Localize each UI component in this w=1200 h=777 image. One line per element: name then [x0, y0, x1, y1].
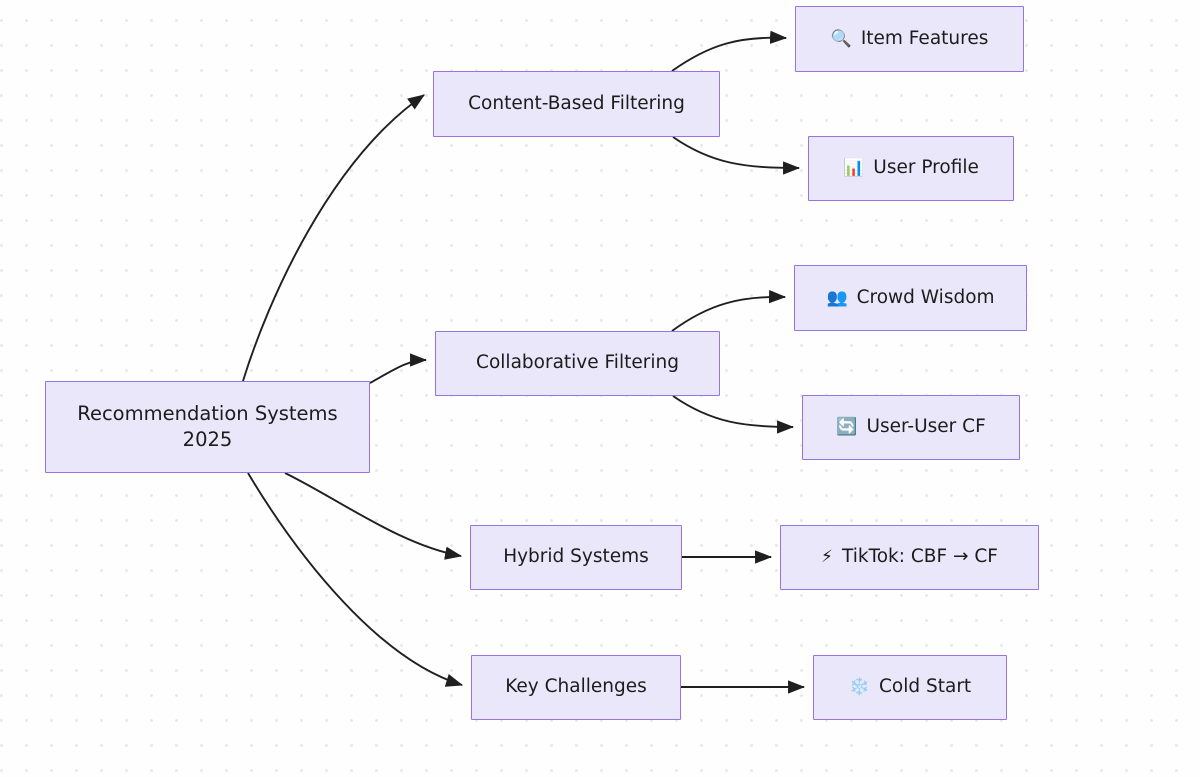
node-crowd-wisdom[interactable]: 👥 Crowd Wisdom [794, 265, 1027, 331]
node-key-challenges-label: Key Challenges [505, 676, 647, 698]
node-user-user-cf[interactable]: 🔄 User-User CF [802, 395, 1020, 460]
node-item-features-label: Item Features [860, 27, 989, 49]
node-tiktok-cbf-to-cf-label: TikTok: CBF → CF [841, 546, 998, 568]
edge-root-to-key-challenges [247, 472, 464, 687]
two-people-icon: 👥 [826, 287, 848, 308]
node-cold-start-content: ❄️ Cold Start [849, 675, 971, 700]
refresh-sync-icon: 🔄 [836, 417, 858, 437]
node-user-profile-content: 📊 User Profile [843, 156, 979, 181]
node-content-based-filtering-label: Content-Based Filtering [468, 92, 685, 114]
node-item-features-content: 🔍 Item Features [831, 27, 989, 52]
edge-root-to-hybrid [284, 472, 463, 560]
node-user-user-cf-content: 🔄 User-User CF [836, 415, 985, 440]
node-root[interactable]: Recommendation Systems 2025 [45, 381, 370, 473]
edge-root-to-content-based [242, 94, 425, 382]
snowflake-icon: ❄️ [848, 677, 870, 697]
node-user-profile-label: User Profile [873, 157, 979, 179]
magnifying-glass-icon: 🔍 [830, 28, 852, 49]
node-user-user-cf-label: User-User CF [866, 416, 986, 438]
node-hybrid-systems[interactable]: Hybrid Systems [470, 525, 682, 590]
edge-collaborative-to-user-user-cf [672, 395, 795, 434]
node-cold-start[interactable]: ❄️ Cold Start [813, 655, 1007, 720]
node-tiktok-cbf-to-cf-content: ⚡ TikTok: CBF → CF [821, 545, 998, 570]
edge-content-based-to-user-profile [672, 136, 801, 175]
node-cold-start-label: Cold Start [878, 676, 972, 698]
node-item-features[interactable]: 🔍 Item Features [795, 6, 1024, 72]
node-hybrid-systems-label: Hybrid Systems [503, 546, 649, 568]
node-key-challenges[interactable]: Key Challenges [471, 655, 681, 720]
node-crowd-wisdom-label: Crowd Wisdom [856, 286, 995, 308]
bar-chart-icon: 📊 [843, 158, 865, 178]
node-tiktok-cbf-to-cf[interactable]: ⚡ TikTok: CBF → CF [780, 525, 1039, 590]
lightning-bolt-icon: ⚡ [821, 547, 833, 567]
node-collaborative-filtering[interactable]: Collaborative Filtering [435, 331, 720, 396]
edge-root-to-collaborative [369, 353, 428, 384]
node-collaborative-filtering-label: Collaborative Filtering [476, 352, 679, 374]
node-root-label: Recommendation Systems 2025 [77, 401, 338, 451]
node-content-based-filtering[interactable]: Content-Based Filtering [433, 71, 720, 137]
edge-content-based-to-item-features [671, 30, 788, 72]
node-crowd-wisdom-content: 👥 Crowd Wisdom [826, 286, 994, 311]
node-user-profile[interactable]: 📊 User Profile [808, 136, 1014, 201]
edge-collaborative-to-crowd-wisdom [671, 289, 787, 332]
